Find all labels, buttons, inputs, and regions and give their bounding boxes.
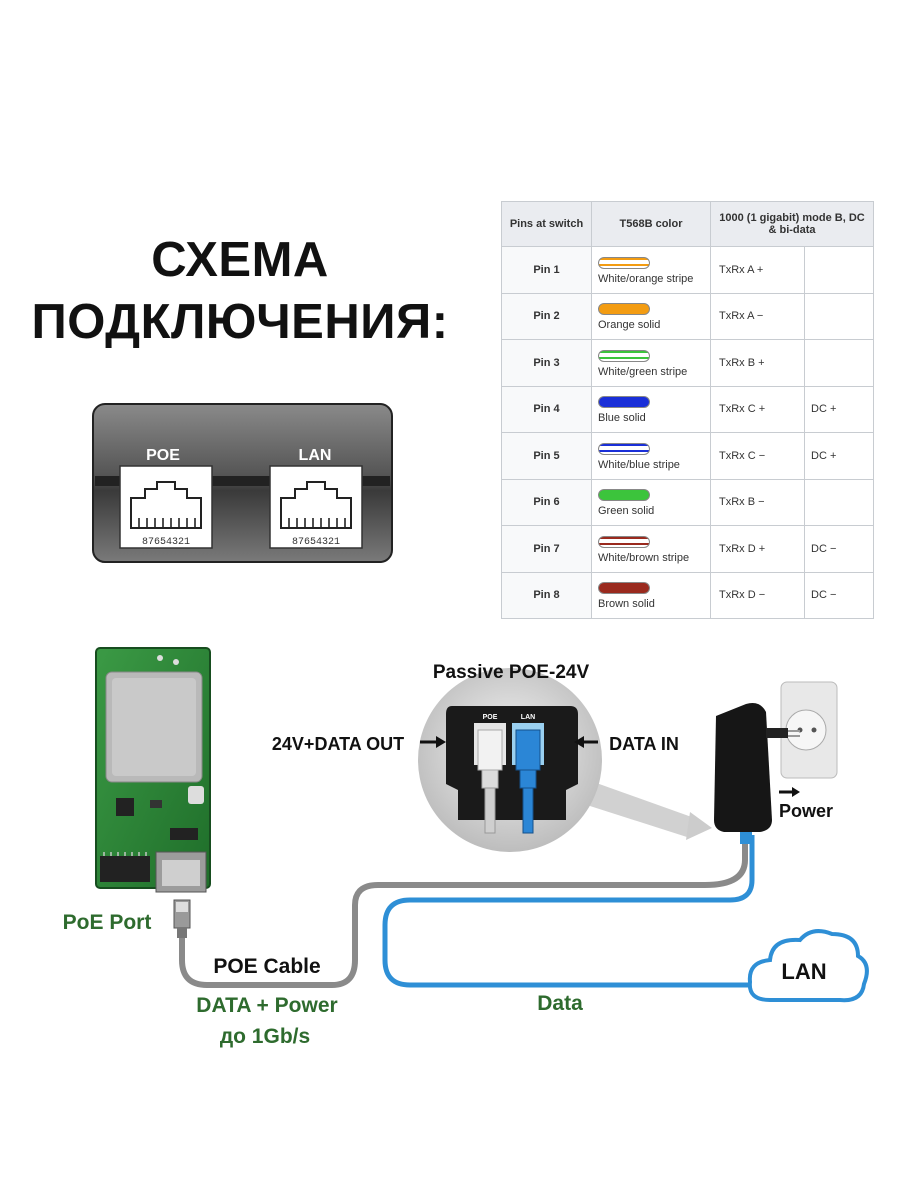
color-name: White/blue stripe <box>598 458 680 471</box>
wall-socket-icon <box>780 681 838 779</box>
panel-lan-label: LAN <box>299 447 332 464</box>
pin-cell: Pin 1 <box>501 246 592 294</box>
rj45-plug-icon <box>173 899 191 938</box>
wire-swatch-icon <box>598 396 650 409</box>
dc-cell: DC + <box>804 385 874 433</box>
table-row: Pin 2 Orange solid TxRx A − <box>501 292 874 340</box>
pin-cell: Pin 6 <box>501 478 592 526</box>
closeup-lan-label: LAN <box>521 714 535 721</box>
pin-cell: Pin 8 <box>501 571 592 619</box>
wire-swatch-icon <box>598 442 650 455</box>
table-row: Pin 7 White/brown stripe TxRx D +DC − <box>501 525 874 573</box>
dc-cell: DC + <box>804 432 874 480</box>
table-row: Pin 6 Green solid TxRx B − <box>501 478 874 526</box>
out-label: 24V+DATA OUT <box>272 734 404 754</box>
lan-port-icon <box>269 465 363 549</box>
panel-lan-pins: 87654321 <box>292 537 340 548</box>
panel-poe-pins: 87654321 <box>142 537 190 548</box>
dc-cell <box>804 339 874 387</box>
signal-cell: TxRx B − <box>710 478 805 526</box>
poe-port-icon <box>119 465 213 549</box>
closeup-poe-label: POE <box>483 714 498 721</box>
injector-panel-illustration: POE LAN 87654321 87654321 <box>92 403 393 563</box>
wire-swatch-icon <box>598 535 650 548</box>
signal-cell: TxRx A + <box>710 246 805 294</box>
color-name: Brown solid <box>598 598 655 611</box>
cables <box>173 835 760 988</box>
data-cable <box>382 835 760 988</box>
page-title-line2: ПОДКЛЮЧЕНИЯ: <box>31 295 449 349</box>
injector-closeup: POE LAN <box>418 668 712 852</box>
page-title-line1: СХЕМА <box>151 233 329 287</box>
signal-cell: TxRx A − <box>710 292 805 340</box>
pin-cell: Pin 7 <box>501 525 592 573</box>
poe-port-label: PoE Port <box>63 911 152 934</box>
panel-poe-label: POE <box>146 447 180 464</box>
cable-label: POE Cable <box>213 955 320 978</box>
color-cell: White/orange stripe <box>591 246 711 294</box>
color-cell: White/green stripe <box>591 339 711 387</box>
injector-title: Passive POE-24V <box>433 662 590 683</box>
color-name: White/green stripe <box>598 365 688 378</box>
power-adapter-icon <box>714 703 800 844</box>
power-label: Power <box>779 801 833 821</box>
signal-cell: TxRx D + <box>710 525 805 573</box>
wire-swatch-icon <box>598 256 650 269</box>
lan-cloud-label: LAN <box>781 959 826 984</box>
header-pins: Pins at switch <box>501 201 592 247</box>
color-cell: White/brown stripe <box>591 525 711 573</box>
pinout-table: Pins at switch T568B color 1000 (1 gigab… <box>501 201 874 619</box>
direction-arrows <box>420 736 800 797</box>
speed-label: до 1Gb/s <box>220 1025 310 1048</box>
color-cell: Brown solid <box>591 571 711 619</box>
color-cell: White/blue stripe <box>591 432 711 480</box>
white-plug-icon <box>477 729 503 834</box>
wire-swatch-icon <box>598 303 650 316</box>
data-label: Data <box>537 992 583 1015</box>
header-mode: 1000 (1 gigabit) mode B, DC & bi-data <box>710 201 874 247</box>
signal-cell: TxRx B + <box>710 339 805 387</box>
dc-cell: DC − <box>804 571 874 619</box>
wire-swatch-icon <box>598 349 650 362</box>
color-name: White/brown stripe <box>598 551 690 564</box>
color-cell: Green solid <box>591 478 711 526</box>
dc-cell <box>804 478 874 526</box>
color-name: Orange solid <box>598 319 661 332</box>
wire-swatch-icon <box>598 582 650 595</box>
pin-cell: Pin 5 <box>501 432 592 480</box>
dc-cell <box>804 292 874 340</box>
header-color: T568B color <box>591 201 711 247</box>
lan-cloud-icon <box>747 929 869 1003</box>
signal-cell: TxRx D − <box>710 571 805 619</box>
data-power-label: DATA + Power <box>196 994 337 1017</box>
pin-cell: Pin 2 <box>501 292 592 340</box>
table-header-row: Pins at switch T568B color 1000 (1 gigab… <box>501 201 874 247</box>
table-row: Pin 8 Brown solid TxRx D −DC − <box>501 571 874 619</box>
pcb-board-illustration <box>95 647 211 893</box>
dc-cell: DC − <box>804 525 874 573</box>
color-cell: Orange solid <box>591 292 711 340</box>
color-name: Blue solid <box>598 412 646 425</box>
color-name: Green solid <box>598 505 655 518</box>
blue-plug-icon <box>515 729 541 834</box>
in-label: DATA IN <box>609 734 679 754</box>
color-name: White/orange stripe <box>598 272 694 285</box>
table-row: Pin 1 White/orange stripe TxRx A + <box>501 246 874 294</box>
wire-swatch-icon <box>598 489 650 502</box>
poe-cable <box>179 835 748 988</box>
